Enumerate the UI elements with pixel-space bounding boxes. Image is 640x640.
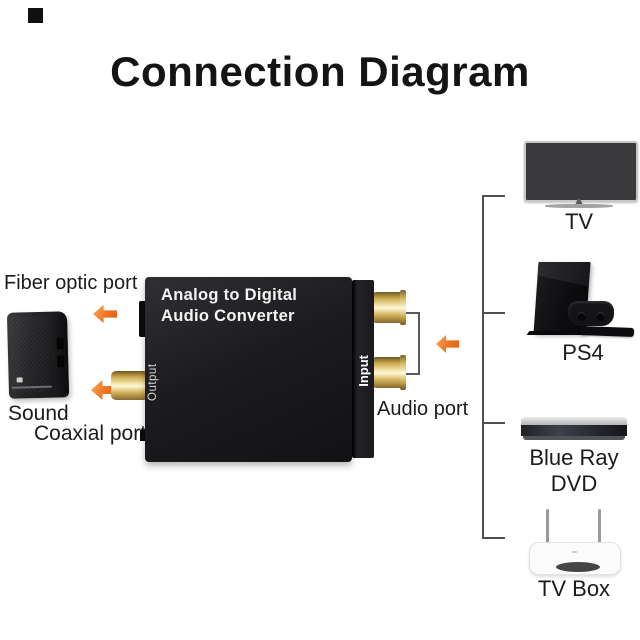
bracket-tick-tv <box>483 195 505 197</box>
coaxial-port-label: Coaxial port <box>34 422 147 445</box>
speaker-handle-slot <box>57 355 65 368</box>
converter-port-nub <box>140 430 146 441</box>
converter-name: Analog to Digital Audio Converter <box>161 285 297 327</box>
bluray-player-icon <box>521 417 627 426</box>
corner-mark <box>28 8 43 23</box>
left-arrow-icon <box>93 305 117 323</box>
tvbox-label: TV Box <box>537 576 611 601</box>
speaker-handle-slot <box>56 337 64 350</box>
tvbox-antenna <box>546 509 549 545</box>
speaker-logo <box>16 377 23 383</box>
fiber-optic-port <box>139 301 146 337</box>
audio-port-label: Audio port <box>377 398 469 420</box>
audio-converter <box>145 277 352 462</box>
converter-name-line2: Audio Converter <box>161 307 295 325</box>
rca-jack-icon <box>374 355 406 390</box>
bluray-label: Blue Ray DVD <box>529 445 619 496</box>
tvbox-led <box>572 551 577 553</box>
ps4-label: PS4 <box>562 340 604 365</box>
page-title: Connection Diagram <box>110 48 530 95</box>
rca-bracket-tick <box>406 373 419 375</box>
ps4-gloss-panel <box>537 262 591 286</box>
left-arrow-icon <box>436 335 459 353</box>
coaxial-plug-icon <box>111 371 146 400</box>
bluray-player-front <box>521 425 627 436</box>
bracket-tick-ps4 <box>483 312 505 314</box>
converter-input-panel <box>352 280 374 458</box>
bracket-tick-bluray <box>483 422 505 424</box>
speaker-icon <box>6 311 70 399</box>
tv-label: TV <box>564 209 594 234</box>
gamepad-icon <box>568 301 614 326</box>
tv-stand-neck <box>575 199 583 205</box>
ps4-camera-icon <box>579 326 635 337</box>
rca-bracket-line <box>418 312 420 375</box>
devices-bracket-line <box>482 195 484 539</box>
sound-label: Sound <box>8 402 69 425</box>
input-label: Input <box>355 355 371 387</box>
rca-bracket-tick <box>406 312 419 314</box>
converter-name-line1: Analog to Digital <box>161 286 298 304</box>
bracket-tick-tvbox <box>483 537 505 539</box>
output-label: Output <box>147 363 159 401</box>
bluray-player-base <box>523 436 625 440</box>
tvbox-front-window <box>556 562 600 572</box>
tvbox-antenna <box>598 509 601 545</box>
fiber-optic-port-label: Fiber optic port <box>4 272 138 294</box>
tv-icon <box>524 141 638 202</box>
rca-jack-icon <box>374 290 406 325</box>
tv-stand-base <box>545 204 613 208</box>
